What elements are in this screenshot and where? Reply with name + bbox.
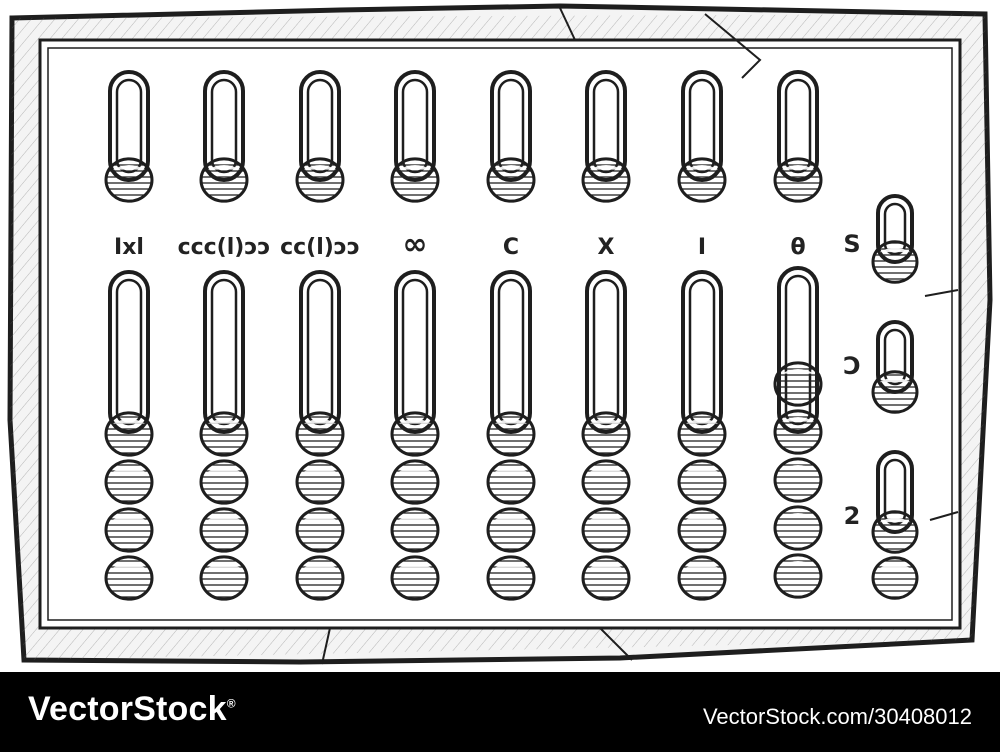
bead [199,459,249,505]
bead [295,411,345,457]
bead [581,507,631,553]
column-label: Ixl [114,235,144,260]
bead [486,555,536,601]
side-column: 2 [844,450,919,600]
bead [104,157,154,203]
brand-name: VectorStock® [28,690,236,728]
watermark-footer: VectorStock® VectorStock.com/30408012 [0,672,1000,752]
bead [104,555,154,601]
column-label: cc(l)ɔɔ [280,235,360,260]
bead [199,507,249,553]
bead [199,157,249,203]
abacus-column [486,70,536,601]
column-label: θ [790,235,805,260]
abacus-column [581,70,631,601]
bead [486,411,536,457]
abacus-column [390,70,440,601]
column-label: I [698,235,706,260]
abacus-column [773,70,823,599]
abacus-column [295,70,345,601]
column-label: X [598,235,615,260]
side-column: Ɔ [843,320,919,414]
image-id: VectorStock.com/30408012 [702,704,972,729]
bead [581,157,631,203]
abacus-column [677,70,727,601]
bead [773,409,823,455]
bead [677,411,727,457]
bead [390,459,440,505]
bead [104,507,154,553]
bead [871,556,919,600]
bead [295,507,345,553]
bead [773,361,823,407]
bead [295,157,345,203]
bead [677,507,727,553]
bead [390,157,440,203]
bead [677,555,727,601]
side-columns: S Ɔ 2 [843,194,919,600]
abacus-column [199,70,249,601]
bead [871,240,919,284]
bead [295,555,345,601]
bead [871,370,919,414]
bead [677,157,727,203]
bead [773,157,823,203]
column-label: ccc(l)ɔɔ [178,235,271,260]
bead [390,555,440,601]
bead [773,553,823,599]
bead [104,459,154,505]
abacus-column [104,70,154,601]
bead [390,411,440,457]
side-column: S [843,194,919,284]
bead [199,555,249,601]
bead [581,411,631,457]
bead [773,457,823,503]
bead [486,459,536,505]
bead [581,459,631,505]
side-label: S [843,230,860,258]
side-label: Ɔ [843,352,861,380]
bead [199,411,249,457]
bead [104,411,154,457]
bead [871,510,919,554]
column-label: C [503,235,519,260]
bead [295,459,345,505]
bead [773,505,823,551]
bead [581,555,631,601]
column-label: ∞ [403,227,428,262]
bead [486,507,536,553]
abacus-columns [104,70,823,601]
bead [677,459,727,505]
side-label: 2 [844,502,861,530]
bead [390,507,440,553]
bead [486,157,536,203]
